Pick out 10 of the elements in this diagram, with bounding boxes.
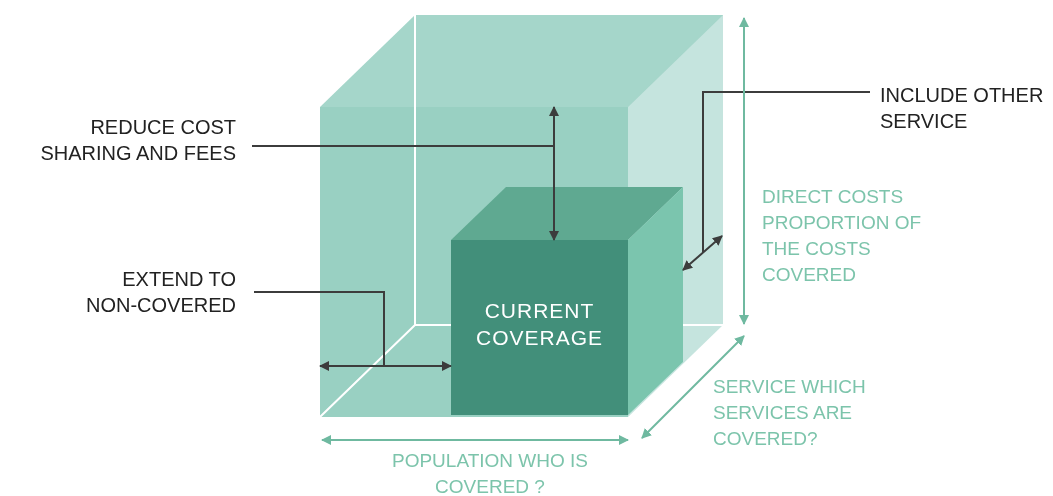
double-arrow xyxy=(682,235,723,271)
axis-label: POPULATION WHO IS COVERED ? xyxy=(391,449,589,496)
cube-label: CURRENT COVERAGE xyxy=(475,298,604,351)
axis-label: SERVICE WHICH SERVICES ARE COVERED? xyxy=(713,375,867,451)
annotation-text: INCLUDE OTHER SERVICE xyxy=(880,82,1050,134)
annotation-text: REDUCE COST SHARING AND FEES xyxy=(10,114,236,166)
double-arrow xyxy=(549,106,559,241)
annotation-text: EXTEND TO NON-COVERED xyxy=(76,266,236,318)
double-arrow xyxy=(319,361,452,371)
axis-label: DIRECT COSTS PROPORTION OF THE COSTS COVERED xyxy=(762,185,923,287)
